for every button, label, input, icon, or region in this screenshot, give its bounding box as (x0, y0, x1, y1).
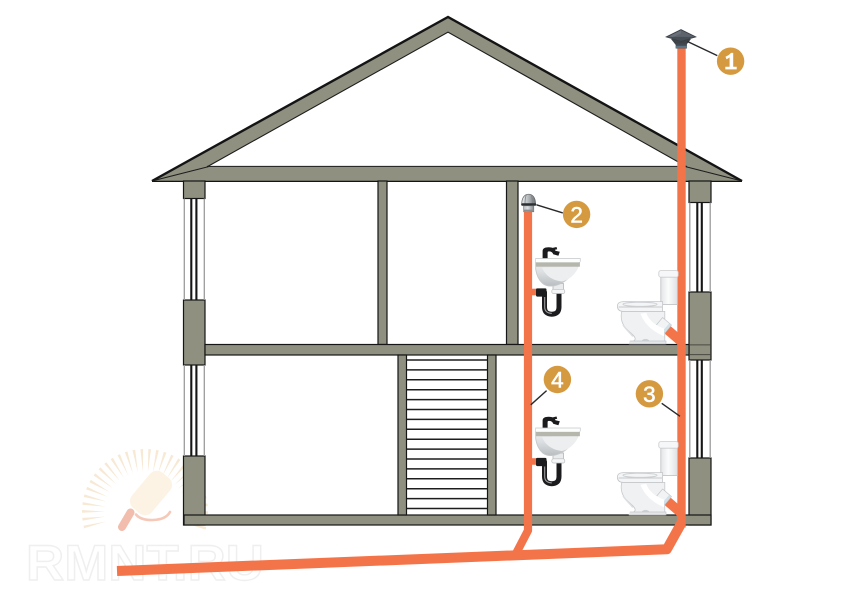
svg-text:2: 2 (570, 202, 583, 227)
svg-text:4: 4 (551, 368, 564, 393)
svg-text:3: 3 (643, 382, 656, 407)
